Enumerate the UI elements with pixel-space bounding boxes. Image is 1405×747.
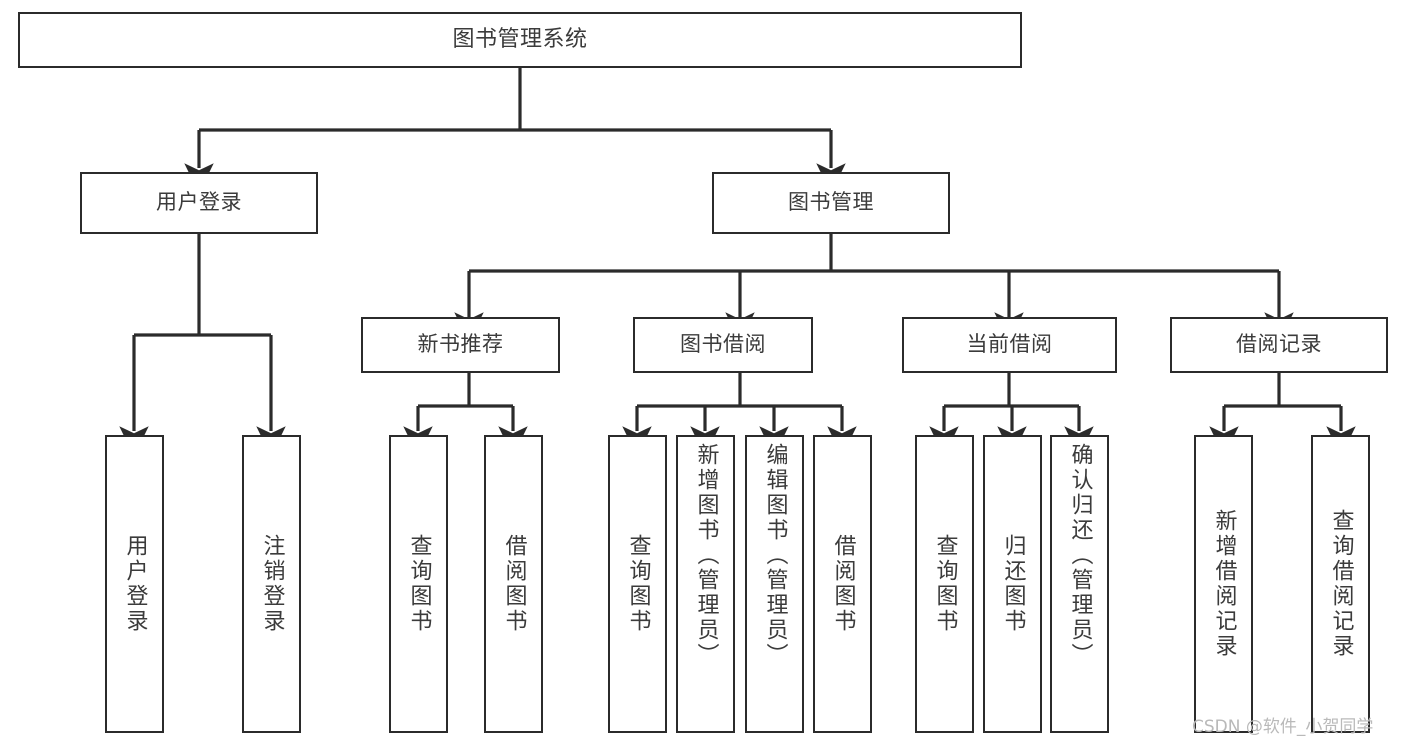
node-label: 确认归还（管理员） [1067,443,1093,668]
csdn-watermark: CSDN @软件_小贺同学 [1192,717,1374,737]
node-book-management[interactable]: 图书管理 [712,172,950,234]
node-label: 注销登录 [259,534,285,634]
node-leaf-add-book-admin[interactable]: 新增图书（管理员） [676,435,735,733]
node-label: 借阅图书 [501,534,527,634]
node-label: 当前借阅 [966,332,1053,357]
node-leaf-borrow-book-recommend[interactable]: 借阅图书 [484,435,543,733]
node-label: 借阅记录 [1236,332,1322,357]
node-user-login[interactable]: 用户登录 [80,172,318,234]
node-label: 图书管理 [788,190,874,215]
node-label: 查询借阅记录 [1328,509,1354,659]
node-label: 用户登录 [122,534,148,634]
node-leaf-query-book-current[interactable]: 查询图书 [915,435,974,733]
node-label: 编辑图书（管理员） [762,443,788,668]
node-leaf-query-book-borrow[interactable]: 查询图书 [608,435,667,733]
node-label: 新书推荐 [417,332,504,357]
node-label: 借阅图书 [830,534,856,634]
node-leaf-query-borrow-record[interactable]: 查询借阅记录 [1311,435,1370,733]
node-label: 图书管理系统 [452,26,588,52]
node-leaf-user-login[interactable]: 用户登录 [105,435,164,733]
node-new-book-recommend[interactable]: 新书推荐 [361,317,560,373]
node-label: 查询图书 [932,534,958,634]
node-label: 图书借阅 [680,332,766,357]
node-current-borrow[interactable]: 当前借阅 [902,317,1117,373]
node-leaf-return-book[interactable]: 归还图书 [983,435,1042,733]
node-leaf-edit-book-admin[interactable]: 编辑图书（管理员） [745,435,804,733]
node-book-borrow[interactable]: 图书借阅 [633,317,813,373]
node-label: 查询图书 [625,534,651,634]
node-leaf-confirm-return-admin[interactable]: 确认归还（管理员） [1050,435,1109,733]
node-leaf-logout-login[interactable]: 注销登录 [242,435,301,733]
node-leaf-query-book-recommend[interactable]: 查询图书 [389,435,448,733]
node-leaf-borrow-book-borrow[interactable]: 借阅图书 [813,435,872,733]
node-label: 新增借阅记录 [1211,509,1237,659]
node-leaf-add-borrow-record[interactable]: 新增借阅记录 [1194,435,1253,733]
node-label: 查询图书 [406,534,432,634]
node-borrow-record[interactable]: 借阅记录 [1170,317,1388,373]
node-label: 用户登录 [156,190,242,215]
node-label: 归还图书 [1000,534,1026,634]
node-book-management-system[interactable]: 图书管理系统 [18,12,1022,68]
node-label: 新增图书（管理员） [693,443,719,668]
